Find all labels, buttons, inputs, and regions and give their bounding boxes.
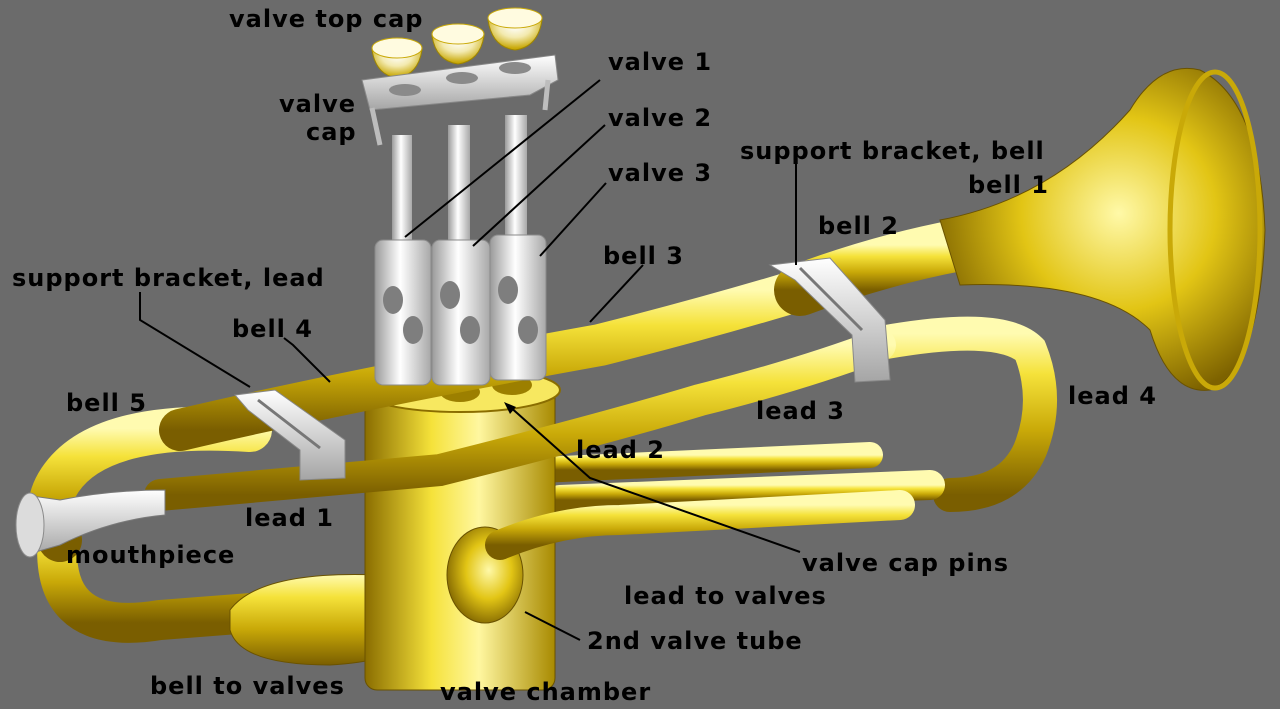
labels: valve top cap valve cap valve 1 valve 2 … [12, 5, 1157, 706]
label-valve-cap-line2: cap [306, 118, 357, 146]
leader-valve-3 [539, 182, 607, 257]
valve-2-stem [448, 125, 470, 240]
label-bell-5: bell 5 [66, 389, 147, 417]
leader-lines [139, 79, 801, 641]
label-mouthpiece: mouthpiece [66, 541, 235, 569]
leader-valve-1 [404, 79, 601, 238]
label-bell-4: bell 4 [232, 315, 313, 343]
label-valve-1: valve 1 [608, 48, 712, 76]
label-valve-chamber: valve chamber [440, 678, 651, 705]
label-2nd-valve-tube: 2nd valve tube [587, 627, 803, 655]
label-valve-cap-pins: valve cap pins [802, 549, 1009, 577]
leader-valve-2 [472, 124, 606, 247]
label-bell-3: bell 3 [603, 242, 684, 270]
label-valve-cap-line1: valve [279, 90, 356, 118]
lead-pipe [144, 329, 896, 511]
support-bracket-bell [768, 257, 891, 383]
label-bell-2: bell 2 [818, 212, 899, 240]
label-valve-3: valve 3 [608, 159, 712, 187]
valve-assembly [361, 7, 559, 386]
leader-support-bracket-lead [139, 292, 251, 388]
valve-1-piston [374, 239, 432, 386]
label-bell-to-valves: bell to valves [150, 672, 345, 700]
label-bell-1: bell 1 [968, 171, 1049, 199]
label-support-bracket-lead: support bracket, lead [12, 264, 325, 292]
label-lead-2: lead 2 [576, 436, 665, 464]
label-valve-top-cap: valve top cap [229, 5, 423, 33]
label-lead-to-valves: lead to valves [624, 582, 827, 610]
valve-cap-pins-arrowhead [504, 402, 516, 414]
leader-2nd-valve-tube [524, 611, 581, 641]
lower-slide-tube [545, 470, 945, 515]
valve-3-piston [489, 234, 547, 381]
valve-2-piston [431, 239, 491, 386]
leader-bell-3 [589, 264, 644, 323]
bell-1-flare [939, 67, 1266, 391]
valve-1-stem [392, 135, 412, 245]
label-valve-2: valve 2 [608, 104, 712, 132]
valve-cap-plate [361, 54, 559, 146]
label-lead-4: lead 4 [1068, 382, 1157, 410]
upper-lower-slide-tube [527, 442, 883, 483]
label-support-bracket-bell: support bracket, bell [740, 137, 1045, 165]
mouthpiece-rim [15, 492, 45, 558]
lead-4-tube [853, 316, 1057, 512]
valve-top-caps [371, 7, 543, 79]
label-lead-3: lead 3 [756, 397, 845, 425]
support-bracket-lead [234, 389, 346, 481]
leader-valve-cap-pins [507, 404, 801, 553]
label-lead-1: lead 1 [245, 504, 334, 532]
lead-to-valves-tube [485, 490, 915, 560]
valve-3-stem [505, 115, 527, 235]
bell-rim [1167, 69, 1263, 391]
leader-bell-4 [283, 337, 331, 383]
